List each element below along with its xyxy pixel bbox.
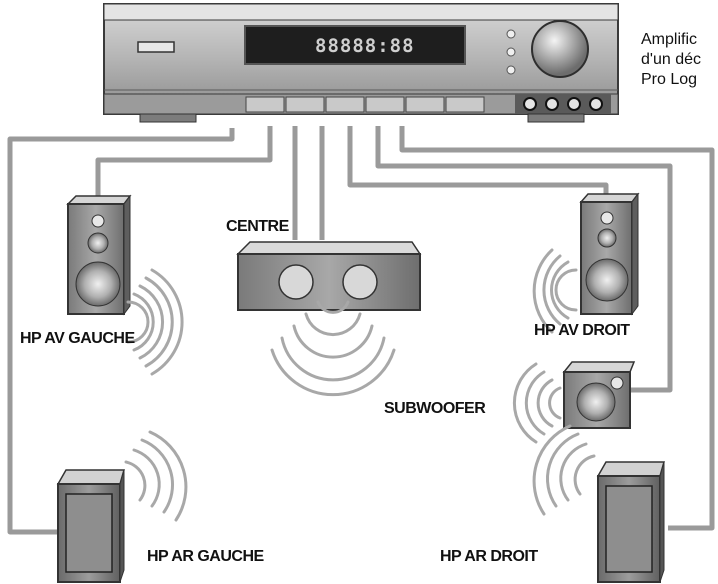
subwoofer-cabinet-top bbox=[562, 361, 636, 373]
rear-left-sound-waves bbox=[124, 430, 188, 522]
speaker-rear-left bbox=[56, 469, 125, 583]
subwoofer-driver bbox=[576, 382, 616, 422]
source-button-5[interactable] bbox=[405, 96, 445, 113]
rear-right-sound-waves bbox=[532, 424, 596, 516]
display-readout: 88888:88 bbox=[315, 35, 415, 57]
speaker-front-left bbox=[66, 194, 132, 316]
speaker-rear-right bbox=[596, 461, 665, 583]
indicator-led-2 bbox=[506, 47, 516, 57]
source-button-1[interactable] bbox=[245, 96, 285, 113]
center-driver-right bbox=[342, 264, 378, 300]
jack-2[interactable] bbox=[545, 97, 559, 111]
indicator-led-3 bbox=[506, 65, 516, 75]
front-left-tweeter bbox=[91, 214, 105, 228]
label-subwoofer: SUBWOOFER bbox=[384, 400, 486, 417]
cable-rear-left bbox=[7, 128, 235, 535]
front-left-midrange bbox=[87, 232, 109, 254]
power-button[interactable] bbox=[137, 41, 175, 53]
cable-subwoofer bbox=[375, 126, 673, 393]
jack-4[interactable] bbox=[589, 97, 603, 111]
rear-right-cabinet-top bbox=[596, 461, 665, 477]
amplifier-caption-line-1: Amplific bbox=[641, 31, 698, 48]
center-cabinet-top bbox=[236, 241, 422, 255]
rear-left-grille bbox=[65, 493, 113, 573]
rear-right-cabinet-side bbox=[659, 461, 665, 583]
subwoofer-sound-waves bbox=[512, 362, 562, 444]
source-buttons bbox=[245, 96, 485, 113]
amplifier-foot-right bbox=[527, 113, 585, 123]
source-button-2[interactable] bbox=[285, 96, 325, 113]
front-left-cabinet-side bbox=[123, 194, 131, 316]
source-button-3[interactable] bbox=[325, 96, 365, 113]
amplifier-foot-left bbox=[139, 113, 197, 123]
source-button-6[interactable] bbox=[445, 96, 485, 113]
center-driver-left bbox=[278, 264, 314, 300]
center-sound-waves bbox=[270, 300, 396, 397]
speaker-center bbox=[236, 241, 422, 311]
subwoofer-port bbox=[610, 376, 624, 390]
rear-right-grille bbox=[605, 485, 653, 573]
volume-knob[interactable] bbox=[531, 20, 589, 78]
jack-panel bbox=[515, 94, 611, 114]
cable-rear-right bbox=[399, 126, 715, 531]
center-cabinet bbox=[237, 253, 421, 311]
amplifier-caption-line-3: Pro Log bbox=[641, 71, 698, 88]
rear-left-cabinet-top bbox=[56, 469, 125, 485]
front-right-cabinet-side bbox=[631, 192, 639, 316]
sound-waves bbox=[124, 248, 596, 522]
label-center: CENTRE bbox=[226, 218, 289, 235]
front-right-cabinet-top bbox=[579, 193, 640, 203]
rear-left-cabinet-side bbox=[119, 469, 125, 583]
cable-front-left bbox=[95, 126, 273, 198]
label-rear-right: HP AR DROIT bbox=[440, 548, 538, 565]
source-button-4[interactable] bbox=[365, 96, 405, 113]
cable-front-right bbox=[347, 126, 609, 196]
speaker-front-right bbox=[579, 192, 640, 316]
jack-3[interactable] bbox=[567, 97, 581, 111]
indicator-led-1 bbox=[506, 29, 516, 39]
front-left-woofer bbox=[75, 261, 121, 307]
front-left-cabinet-top bbox=[66, 195, 132, 205]
amplifier-top-bevel bbox=[103, 3, 619, 21]
front-right-tweeter bbox=[600, 211, 614, 225]
front-left-sound-waves bbox=[126, 268, 184, 376]
label-rear-left: HP AR GAUCHE bbox=[147, 548, 264, 565]
amplifier: 88888:88 bbox=[103, 3, 619, 123]
jack-1[interactable] bbox=[523, 97, 537, 111]
front-right-sound-waves bbox=[532, 248, 578, 334]
amplifier-caption-line-2: d'un déc bbox=[641, 51, 701, 68]
speaker-cables bbox=[7, 126, 715, 535]
label-front-right: HP AV DROIT bbox=[534, 322, 630, 339]
amplifier-caption: Amplific d'un déc Pro Log bbox=[641, 30, 718, 90]
label-front-left: HP AV GAUCHE bbox=[20, 330, 135, 347]
front-right-midrange bbox=[597, 228, 617, 248]
front-right-woofer bbox=[585, 258, 629, 302]
amplifier-display bbox=[244, 25, 466, 65]
speaker-subwoofer bbox=[562, 361, 636, 429]
